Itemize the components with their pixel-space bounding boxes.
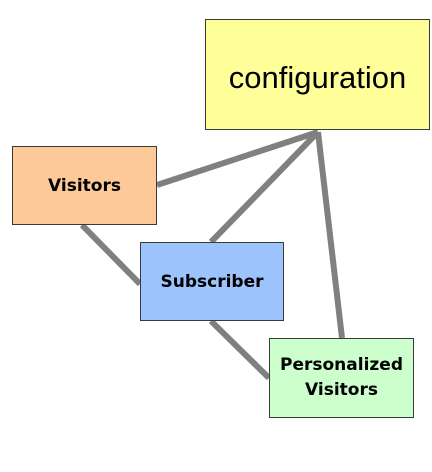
edge-subscriber-personalized-visitors — [208, 318, 272, 381]
node-personalized-visitors: Personalized Visitors — [269, 338, 414, 418]
node-subscriber: Subscriber — [140, 242, 284, 321]
edge-subscriber-configuration — [208, 129, 321, 245]
node-configuration: configuration — [205, 19, 430, 130]
edge-personalized-visitors-configuration — [315, 131, 345, 339]
node-visitors: Visitors — [12, 146, 157, 225]
edge-visitors-subscriber — [79, 222, 143, 287]
edge-visitors-configuration — [156, 129, 319, 188]
